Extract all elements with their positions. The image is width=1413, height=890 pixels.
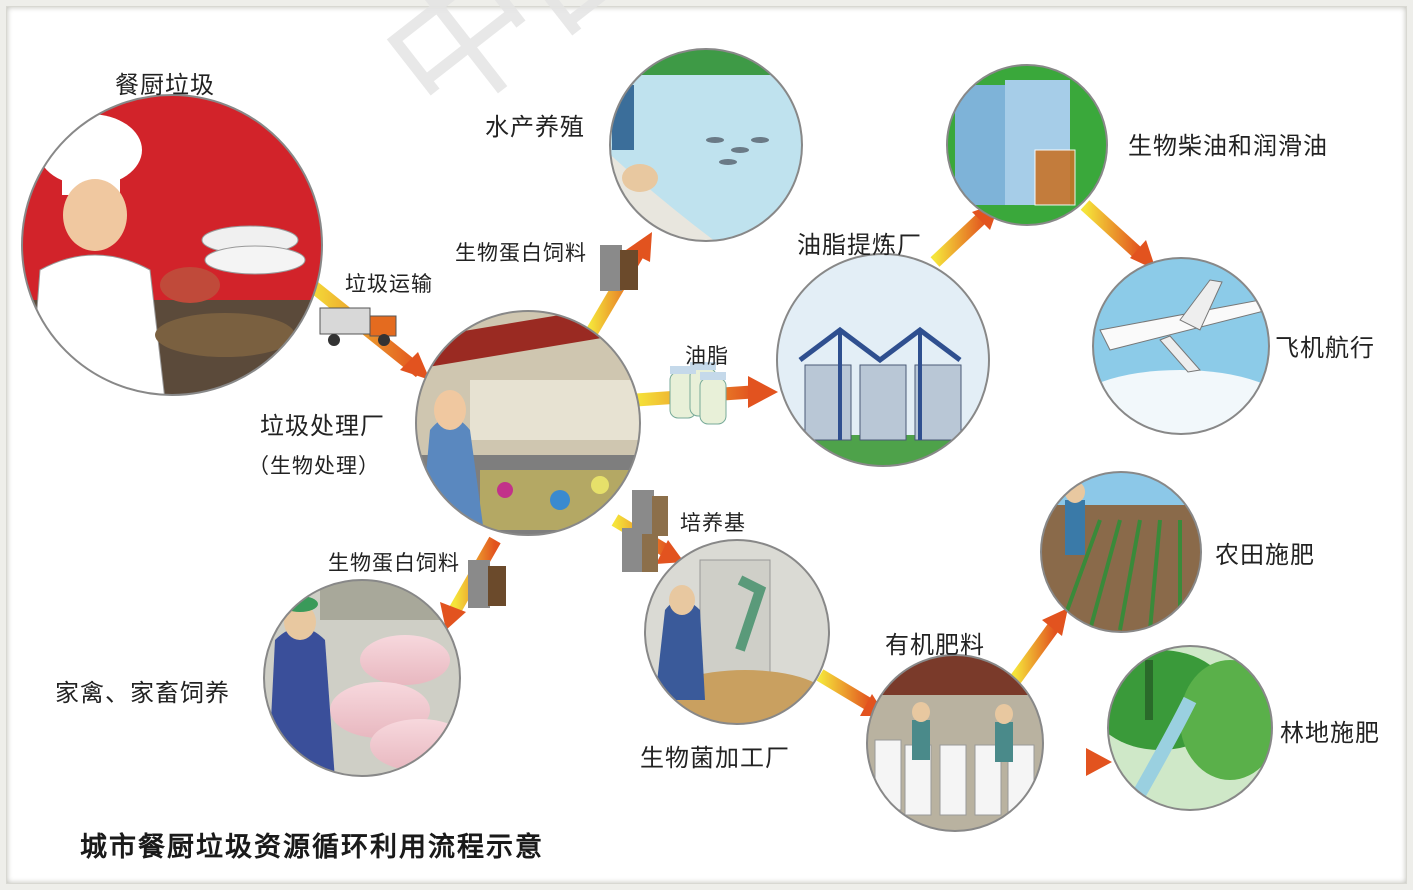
arrow-transport-head xyxy=(400,352,430,380)
arrow-farmland xyxy=(1009,621,1061,684)
medium-bag-icon xyxy=(622,490,668,572)
arrow-feed-down-head xyxy=(440,602,466,630)
feed-bag-lower-icon xyxy=(468,560,506,608)
label-feed-down: 生物蛋白饲料 xyxy=(328,551,460,575)
livestock-image xyxy=(264,580,460,776)
label-oil-refinery: 油脂提炼厂 xyxy=(797,231,922,259)
label-transport: 垃圾运输 xyxy=(345,272,433,296)
label-kitchen-waste: 餐厨垃圾 xyxy=(115,71,215,99)
kitchen-waste-image xyxy=(22,95,322,395)
arrow-forest-head xyxy=(1086,748,1112,776)
label-forest: 林地施肥 xyxy=(1280,719,1380,747)
label-farmland: 农田施肥 xyxy=(1215,541,1315,569)
processing-plant-image xyxy=(416,311,640,535)
bio-plant-image xyxy=(645,540,829,724)
label-grease: 油脂 xyxy=(685,344,729,368)
arrow-farmland-head xyxy=(1042,608,1068,636)
organic-fertilizer-image xyxy=(867,655,1043,831)
label-processing-plant: 垃圾处理厂 xyxy=(260,412,385,440)
aircraft-image xyxy=(1093,258,1269,434)
arrow-medium-head xyxy=(656,540,684,564)
label-medium: 培养基 xyxy=(680,511,746,535)
label-aircraft: 飞机航行 xyxy=(1275,334,1375,362)
arrow-aircraft xyxy=(1080,200,1145,260)
grease-jars-icon xyxy=(669,362,727,425)
arrow-grease-head xyxy=(748,376,778,408)
forest-image xyxy=(1108,646,1272,810)
label-bio-plant: 生物菌加工厂 xyxy=(640,744,790,772)
label-organic-fertilizer: 有机肥料 xyxy=(885,631,985,659)
label-processing-plant-sub: （生物处理） xyxy=(248,454,380,478)
truck-icon xyxy=(319,307,397,346)
label-aquaculture: 水产养殖 xyxy=(485,113,585,141)
label-feed-up: 生物蛋白饲料 xyxy=(455,241,587,265)
biodiesel-image xyxy=(947,65,1107,225)
feed-bag-icon xyxy=(600,245,638,291)
label-biodiesel: 生物柴油和润滑油 xyxy=(1128,132,1328,160)
arrow-fertilizer xyxy=(816,669,874,711)
arrow-refinery-up xyxy=(930,210,990,267)
diagram-title: 城市餐厨垃圾资源循环利用流程示意 xyxy=(80,832,544,863)
label-livestock: 家禽、家畜饲养 xyxy=(55,679,230,707)
arrow-aircraft-head xyxy=(1130,240,1156,270)
arrow-feed-up-head xyxy=(626,232,652,262)
aquaculture-image xyxy=(610,49,802,241)
